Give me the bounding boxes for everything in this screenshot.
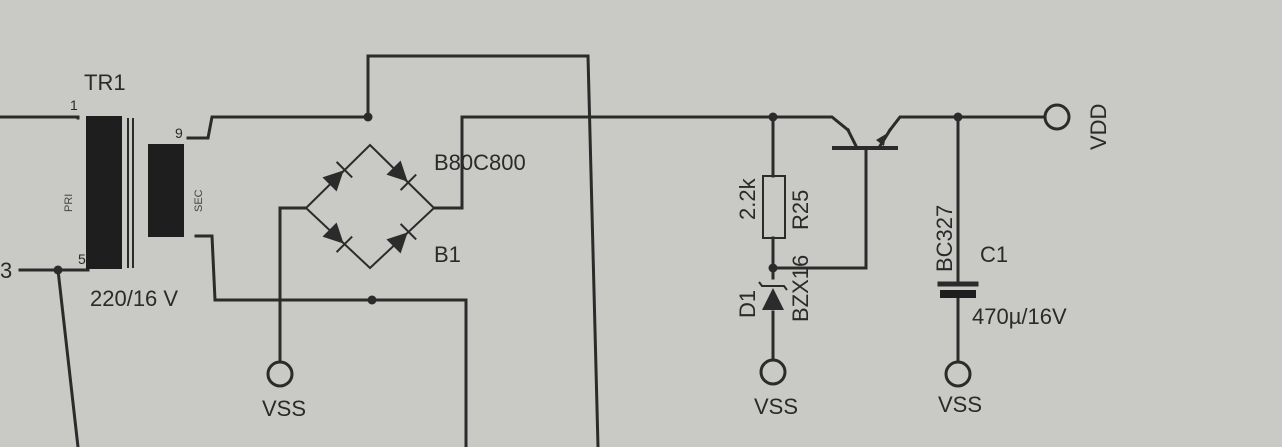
vss-terminal-circle (944, 360, 972, 388)
bridge-diode (322, 222, 353, 253)
transistor-emitter-arrow (876, 134, 886, 146)
zener-ref-label: D1 (735, 290, 760, 318)
transformer-ref-label: TR1 (84, 70, 126, 95)
bridge-diode (386, 160, 417, 191)
zener-bar (758, 281, 788, 291)
bridge-value-label: B80C800 (434, 150, 526, 175)
junction-dot (367, 295, 377, 305)
resistor-value-label: 2.2k (735, 177, 760, 220)
resistor-body (762, 175, 786, 239)
vss-label: VSS (262, 396, 306, 421)
junction-dot (768, 263, 778, 273)
transformer-secondary-coil (148, 144, 184, 237)
transformer-pin-1: 1 (70, 97, 78, 113)
wire-bridge-top-loop (366, 54, 600, 447)
capacitor-c1: C1 470µ/16V (937, 242, 1067, 329)
left-edge-fragment: 3 (0, 258, 12, 283)
resistor-ref-label: R25 (788, 190, 813, 230)
wire-bridge-right (432, 115, 775, 210)
zener-value-label: BZX16 (788, 255, 813, 322)
transistor-value-label: BC327 (932, 205, 957, 272)
wire-left-vertical (56, 268, 80, 447)
transformer-primary-coil (86, 116, 122, 269)
junction-dot (953, 112, 963, 122)
capacitor-value-label: 470µ/16V (972, 304, 1067, 329)
junction-dot (363, 112, 373, 122)
capacitor-ref-label: C1 (980, 242, 1008, 267)
wire-primary-top (0, 115, 80, 120)
transformer-pin-9: 9 (175, 125, 183, 141)
junction-dot (768, 112, 778, 122)
transformer-rating-label: 220/16 V (90, 286, 178, 311)
vss-terminal-circle (759, 358, 787, 386)
wire-rail-collector (771, 115, 851, 133)
wires (0, 54, 1046, 447)
transformer-pin-5: 5 (78, 251, 86, 267)
bridge-diode (322, 161, 353, 192)
vss-terminal-circle (266, 360, 294, 388)
wire-base (771, 148, 868, 270)
transformer-tr1: TR1 PRI SEC 1 5 9 220/16 V (63, 70, 205, 311)
zener-d1: D1 BZX16 (735, 255, 813, 322)
power-terminal-vss: VSS (938, 360, 982, 417)
junction-dot (53, 265, 63, 275)
bridge-outline (304, 143, 436, 270)
bridge-ref-label: B1 (434, 242, 461, 267)
power-terminal-vss: VSS (754, 358, 798, 419)
wire-emitter-vdd (887, 115, 1046, 133)
bridge-diode (386, 223, 417, 254)
transformer-secondary-label: SEC (193, 189, 205, 212)
power-terminal-vdd: VDD (1043, 103, 1111, 150)
wire-bridge-bottom-drop (370, 298, 468, 447)
transistor-bc327: BC327 (832, 127, 957, 272)
zener-triangle (762, 288, 784, 310)
vss-label: VSS (754, 394, 798, 419)
wire-secondary-bottom (194, 234, 374, 302)
bridge-rectifier-b1: B80C800 B1 (304, 143, 526, 270)
transformer-primary-label: PRI (63, 194, 75, 212)
vdd-terminal-circle (1043, 103, 1071, 131)
vss-label: VSS (938, 392, 982, 417)
vdd-label: VDD (1086, 104, 1111, 150)
power-terminal-vss: VSS (262, 360, 306, 421)
junctions (53, 112, 963, 305)
transistor-collector-leg (845, 127, 859, 149)
wire-bridge-left-vss (278, 206, 308, 364)
resistor-r25: 2.2k R25 (735, 175, 813, 239)
wire-secondary-top (186, 115, 370, 140)
capacitor-plate-bottom (940, 290, 976, 298)
